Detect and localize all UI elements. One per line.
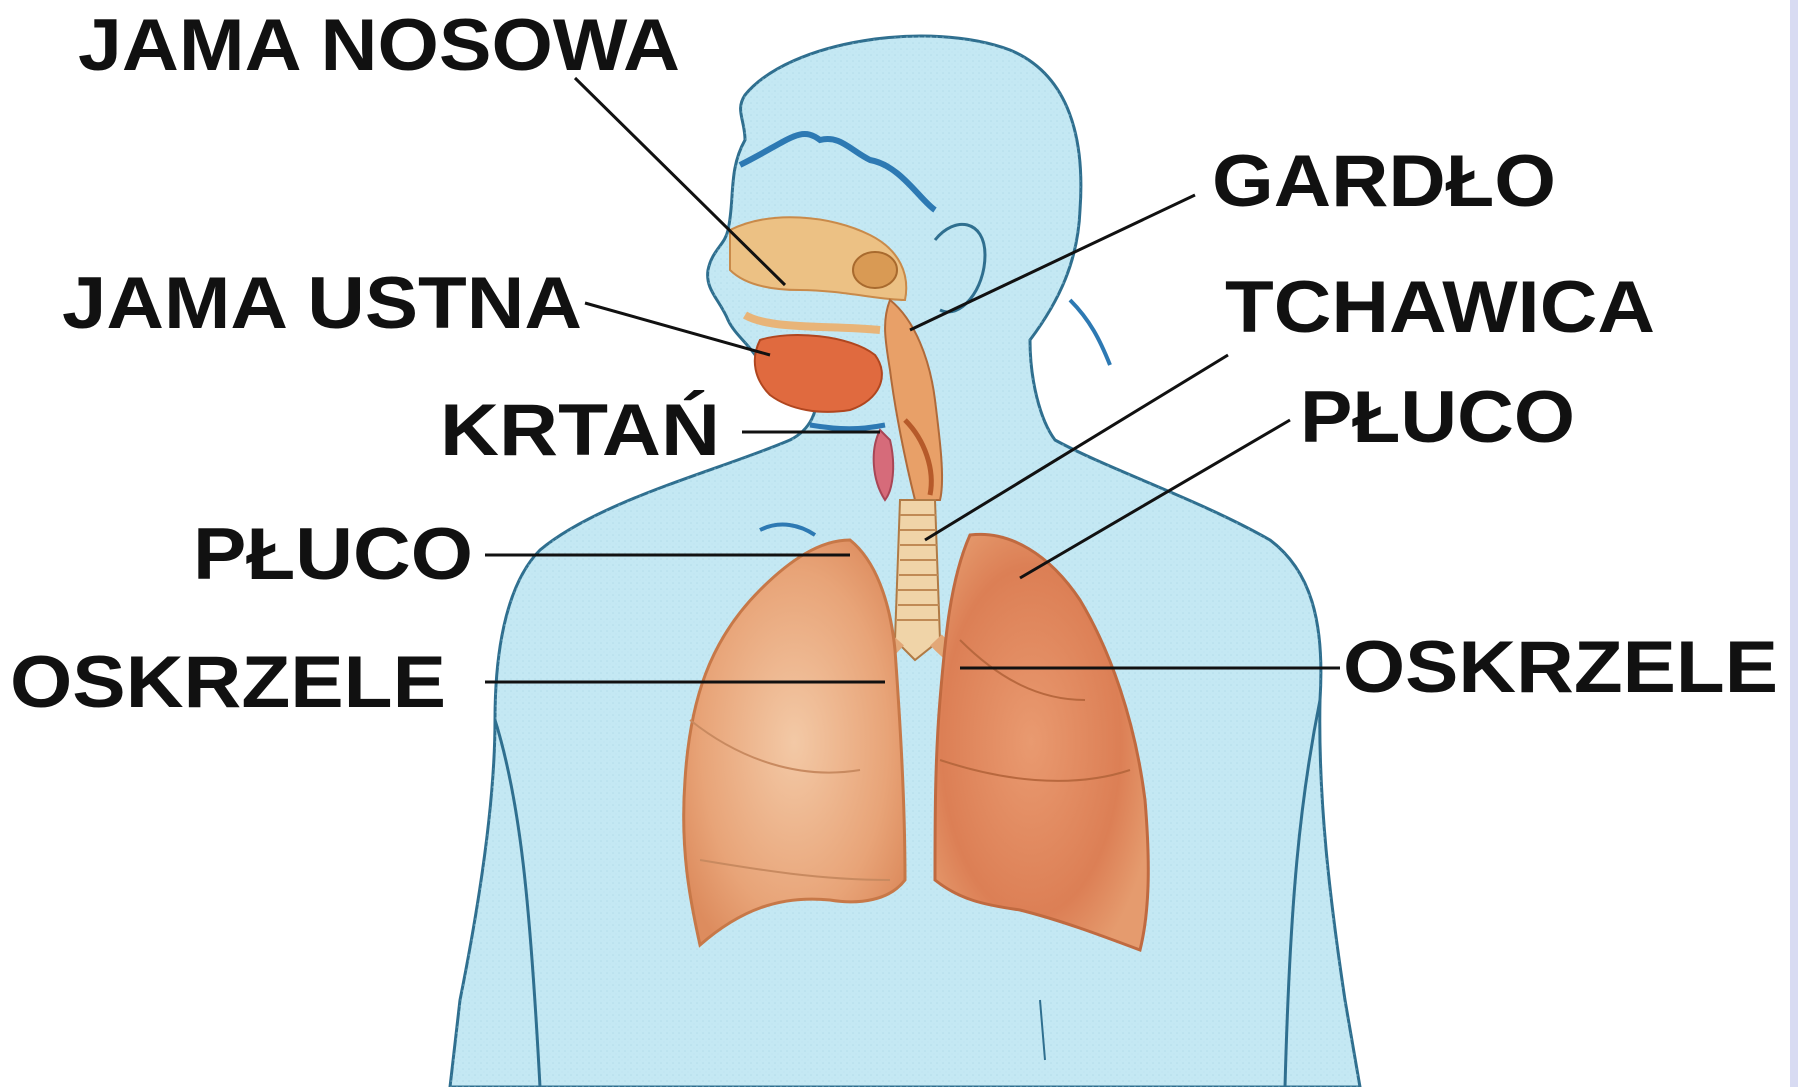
label-bronchus-right: OSKRZELE [1343, 627, 1778, 708]
oral-cavity-shape [755, 335, 882, 412]
right-edge-strip [1790, 0, 1798, 1087]
label-lung-left: PŁUCO [193, 514, 473, 595]
label-larynx: KRTAŃ [440, 390, 720, 471]
label-nasal-cavity: JAMA NOSOWA [78, 5, 680, 86]
label-oral-cavity: JAMA USTNA [62, 263, 582, 344]
trachea-shape [895, 500, 940, 660]
label-pharynx: GARDŁO [1212, 141, 1556, 222]
label-bronchus-left: OSKRZELE [10, 642, 446, 723]
label-lung-right: PŁUCO [1300, 377, 1575, 458]
label-trachea: TCHAWICA [1225, 267, 1655, 348]
